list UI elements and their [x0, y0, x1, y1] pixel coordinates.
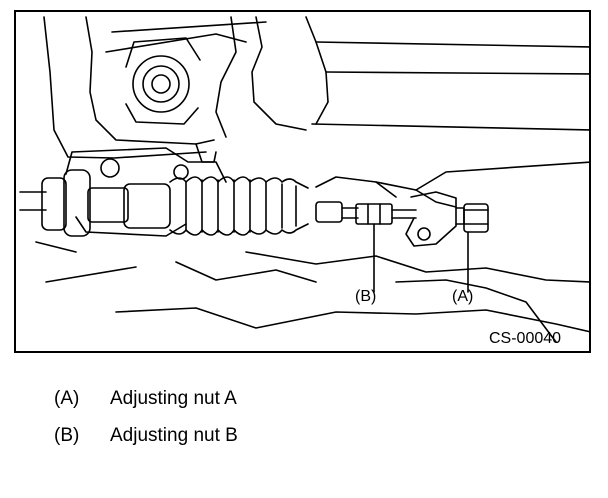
legend-row-b: (B) Adjusting nut B	[54, 425, 238, 447]
mounting-boss	[125, 37, 201, 125]
legend-text-b: Adjusting nut B	[110, 425, 238, 446]
figure-frame	[14, 10, 591, 353]
cable-bracket	[65, 147, 227, 237]
legend-key-a: (A)	[54, 388, 80, 409]
legend-key-b: (B)	[54, 425, 80, 446]
floor-contours	[35, 241, 589, 343]
callout-leaders	[373, 223, 469, 293]
callout-a: (A)	[452, 288, 474, 305]
figure-code: CS-00040	[489, 330, 562, 347]
legend-text-a: Adjusting nut A	[110, 388, 237, 409]
callout-b: (B)	[355, 288, 377, 305]
adjuster-rod	[341, 203, 417, 225]
cable-boot	[19, 169, 343, 237]
adjuster-clevis	[315, 161, 589, 247]
legend-row-a: (A) Adjusting nut A	[54, 388, 237, 410]
gear-housing	[43, 16, 589, 163]
cable-adjuster-drawing	[19, 16, 589, 343]
